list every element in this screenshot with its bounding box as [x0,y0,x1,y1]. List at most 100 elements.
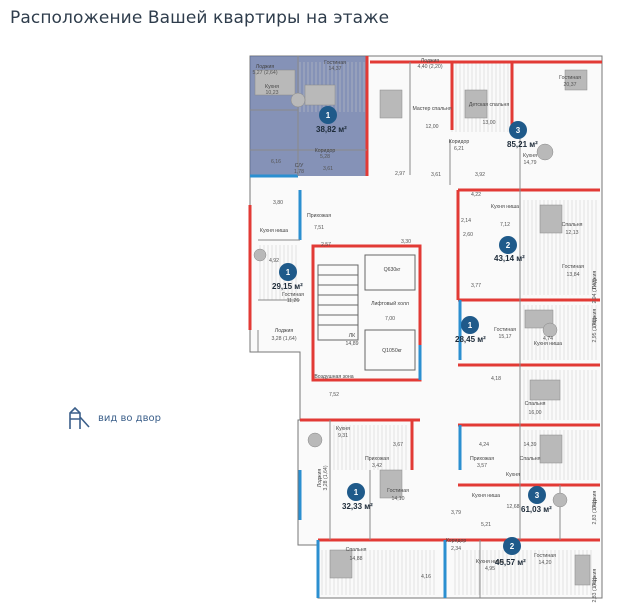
badge-rooms: 1 [286,268,291,277]
small-area: 2,14 [461,218,471,224]
small-area: 3,61 [323,166,333,172]
svg-text:Гостиная: Гостиная [387,488,409,494]
svg-text:Коридор: Коридор [315,148,336,154]
apartment-area: 32,33 м² [342,502,373,511]
svg-text:Мастер спальня: Мастер спальня [412,106,451,112]
svg-text:Прихожая: Прихожая [307,213,331,219]
apartment-area: 28,45 м² [455,335,486,344]
apartment-badges: 1 38,82 м² 3 85,21 м² 2 43,14 м² 1 29,15… [272,106,552,567]
svg-text:Лоджия: Лоджия [592,491,598,510]
svg-text:Гостиная: Гостиная [282,292,304,298]
svg-text:16,00: 16,00 [529,410,542,416]
apartment-badge: 3 [528,486,546,504]
yard-view-legend: вид во двор [66,405,161,431]
svg-text:1,78: 1,78 [294,169,304,175]
svg-text:7,12: 7,12 [500,222,510,228]
svg-text:3,28 (1,64): 3,28 (1,64) [271,336,296,342]
playground-icon [69,406,90,429]
badge-rooms: 2 [510,542,515,551]
svg-text:4,40 (2,20): 4,40 (2,20) [417,64,442,70]
svg-text:Кухня: Кухня [523,153,537,159]
svg-text:Детская спальня: Детская спальня [469,102,510,108]
apartment-area: 38,82 м² [316,125,347,134]
small-area: 4,18 [491,376,501,382]
svg-text:14,79: 14,79 [524,160,537,166]
svg-text:9,31: 9,31 [338,433,348,439]
room-label: Q1050кг [382,348,402,354]
apartment-area: 43,14 м² [494,254,525,263]
floor-hatching [259,62,597,595]
svg-text:12,00: 12,00 [426,124,439,130]
svg-text:Гостиная: Гостиная [534,553,556,559]
apartment-badge: 2 [499,236,517,254]
small-area: 2,97 [395,171,405,177]
room-label: Мастер спальня 12,00 [412,106,451,130]
apartment-badge: 2 [503,537,521,555]
svg-text:С/У: С/У [295,163,304,169]
svg-text:Лоджия: Лоджия [275,328,294,334]
svg-text:Кухня: Кухня [506,472,520,478]
furniture [253,69,591,586]
svg-text:13,00: 13,00 [483,120,496,126]
badge-rooms: 1 [326,111,331,120]
small-area: 3,67 [393,442,403,448]
svg-text:Спальня: Спальня [562,222,583,228]
small-area: 2,57 [321,242,331,248]
small-area: 4,16 [421,574,431,580]
svg-text:12,68: 12,68 [507,504,520,510]
svg-text:7,52: 7,52 [329,392,339,398]
room-label: Воздушная зона 7,52 [314,374,353,398]
svg-text:Гостиная: Гостиная [559,75,581,81]
svg-text:5,21: 5,21 [481,522,491,528]
svg-text:Коридор: Коридор [449,139,470,145]
svg-text:2,83 (1,41): 2,83 (1,41) [592,499,598,524]
small-area-labels: 3,61 2,97 3,61 3,92 3,80 3,30 2,14 4,22 … [271,159,501,580]
svg-text:14,10: 14,10 [392,496,405,502]
svg-text:Лоджия: Лоджия [592,569,598,588]
svg-text:2,95 (1,48): 2,95 (1,48) [592,317,598,342]
apartment-badge: 1 [319,106,337,124]
small-area: 3,77 [471,283,481,289]
small-area: 4,22 [471,192,481,198]
svg-text:14,20: 14,20 [539,560,552,566]
svg-text:Кухня ниша: Кухня ниша [476,559,504,565]
svg-text:12,13: 12,13 [566,230,579,236]
svg-text:14,88: 14,88 [350,556,363,562]
svg-text:Прихожая: Прихожая [470,456,494,462]
room-label: С/У1,78 [294,163,304,175]
svg-text:Воздушная зона: Воздушная зона [314,374,353,380]
svg-text:3,42: 3,42 [372,463,382,469]
svg-text:Коридор: Коридор [446,538,467,544]
apartment-area: 29,15 м² [272,282,303,291]
svg-text:Лоджия: Лоджия [592,309,598,328]
svg-text:6,21: 6,21 [454,146,464,152]
page-title: Расположение Вашей квартиры на этаже [10,8,390,28]
apartment-area: 45,57 м² [495,558,526,567]
small-area: 6,16 [271,159,281,165]
apartment-area: 85,21 м² [507,140,538,149]
elevator-core [317,254,416,371]
svg-text:3,28 (1,64): 3,28 (1,64) [323,465,329,490]
svg-text:Спальня: Спальня [520,456,541,462]
